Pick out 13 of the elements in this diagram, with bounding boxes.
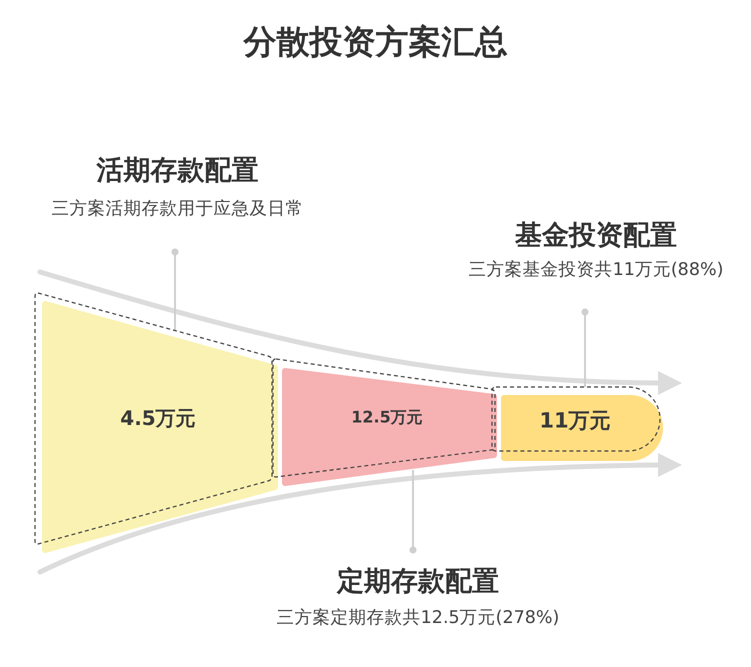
section-heading: 活期存款配置 [96,155,258,188]
amount-label: 12.5万元 [351,407,423,427]
description-text: 三方案定期存款共12.5万元(278%) [276,608,560,629]
description-text: 三方案活期存款用于应急及日常 [52,199,304,220]
leader-line [172,248,178,330]
section-heading: 基金投资配置 [515,220,677,252]
leader-line [410,470,416,554]
amount-label: 4.5万元 [120,406,196,430]
description-text: 三方案基金投资共11万元(88%) [468,260,724,281]
title: 分散投资方案汇总 [244,22,508,62]
amount-label: 11万元 [539,408,611,434]
leader-line [582,308,588,387]
section-heading: 定期存款配置 [337,566,499,598]
